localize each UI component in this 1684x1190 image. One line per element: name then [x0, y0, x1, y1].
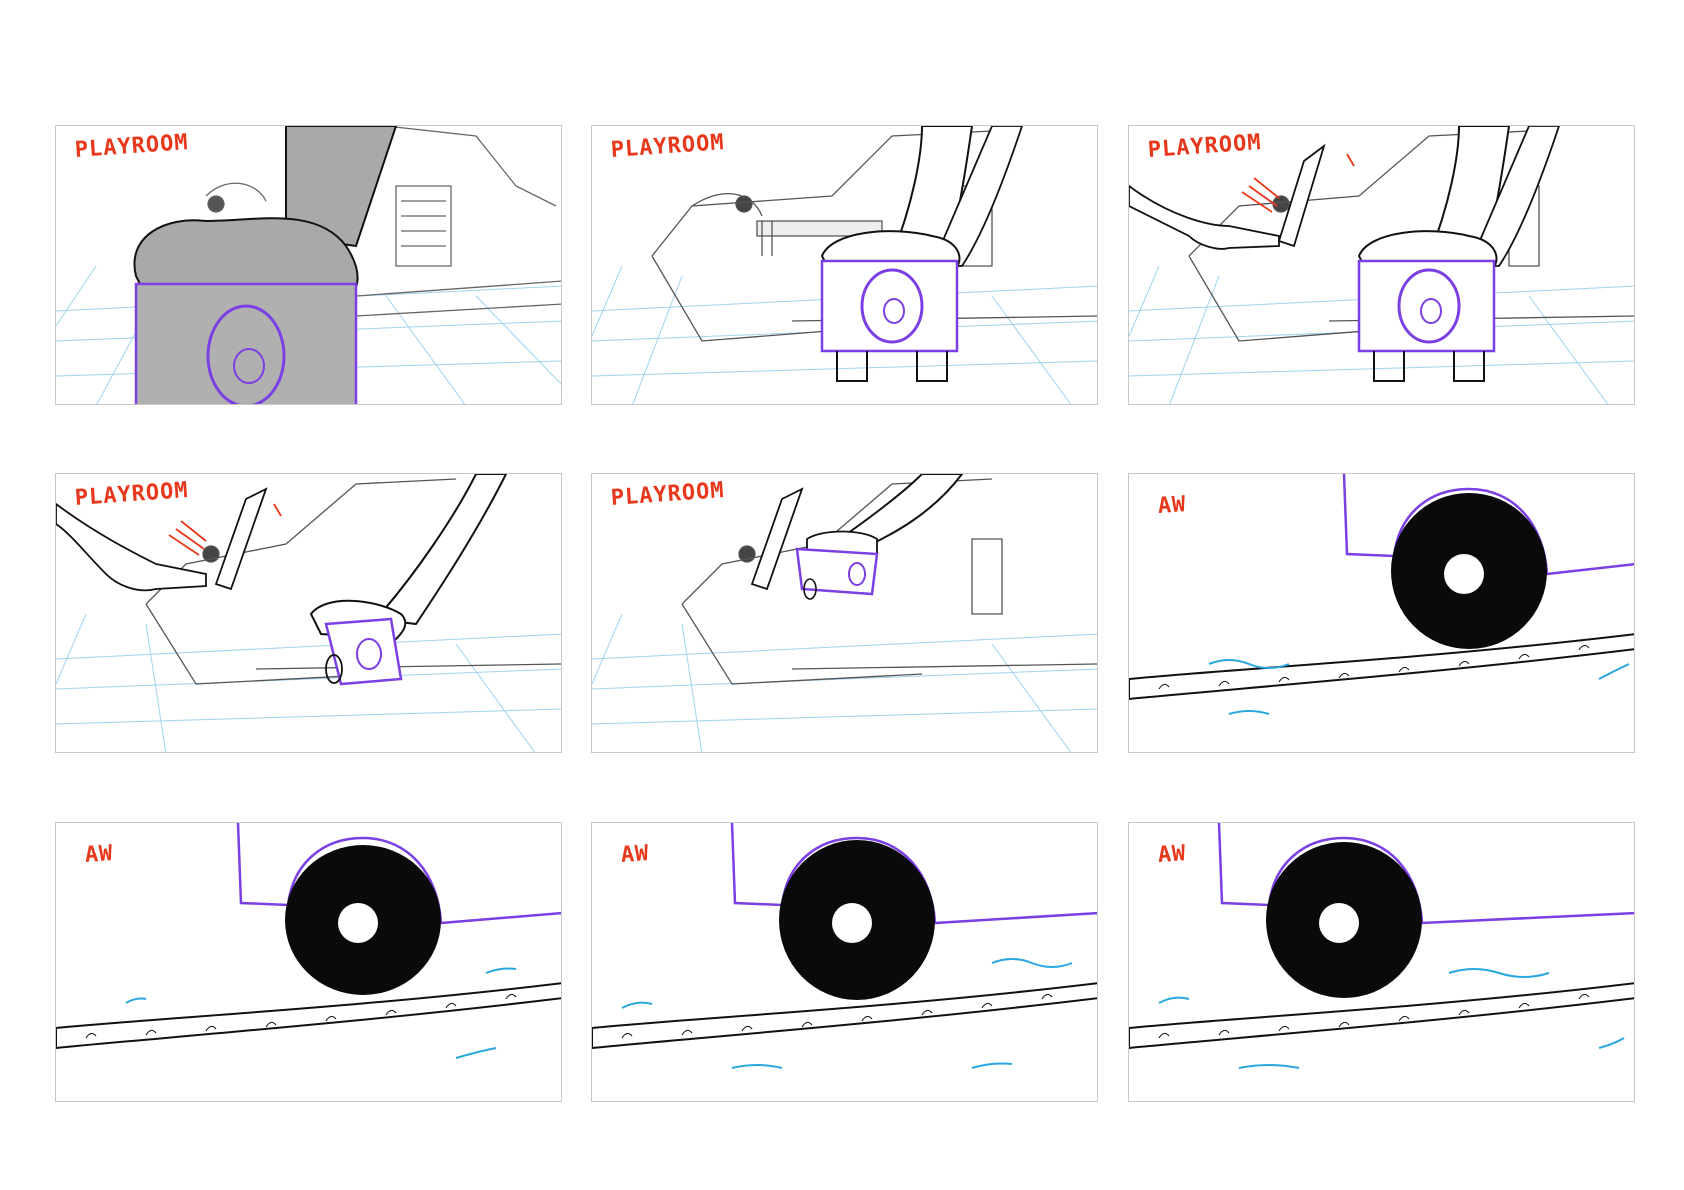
sketch-finger-pointing	[1129, 126, 1634, 404]
storyboard-panel-4: PLAYROOM	[55, 473, 562, 753]
storyboard-panel-2: PLAYROOM	[591, 125, 1098, 405]
sketch-wheel-closeup	[1129, 823, 1634, 1069]
storyboard-panel-3: PLAYROOM	[1128, 125, 1635, 405]
sketch-wheel-closeup	[1129, 474, 1634, 715]
sketch-toy-tilted	[56, 474, 561, 752]
storyboard-panel-5: PLAYROOM	[591, 473, 1098, 753]
storyboard-panel-8: AW	[591, 822, 1098, 1102]
sketch-wheel-closeup	[592, 823, 1097, 1069]
storyboard-panel-7: AW	[55, 822, 562, 1102]
scene-label: AW	[84, 841, 115, 868]
scene-label: AW	[1157, 841, 1188, 868]
storyboard-panel-6: AW	[1128, 473, 1635, 753]
scene-label: AW	[1157, 492, 1188, 519]
sketch-playroom-closeup	[56, 126, 561, 404]
sketch-toy-pushed	[592, 474, 1097, 752]
scene-label: AW	[620, 841, 651, 868]
sketch-wheel-closeup	[56, 823, 561, 1059]
storyboard-panel-9: AW	[1128, 822, 1635, 1102]
sketch-toy-placed	[592, 126, 1097, 404]
storyboard-panel-1: PLAYROOM	[55, 125, 562, 405]
